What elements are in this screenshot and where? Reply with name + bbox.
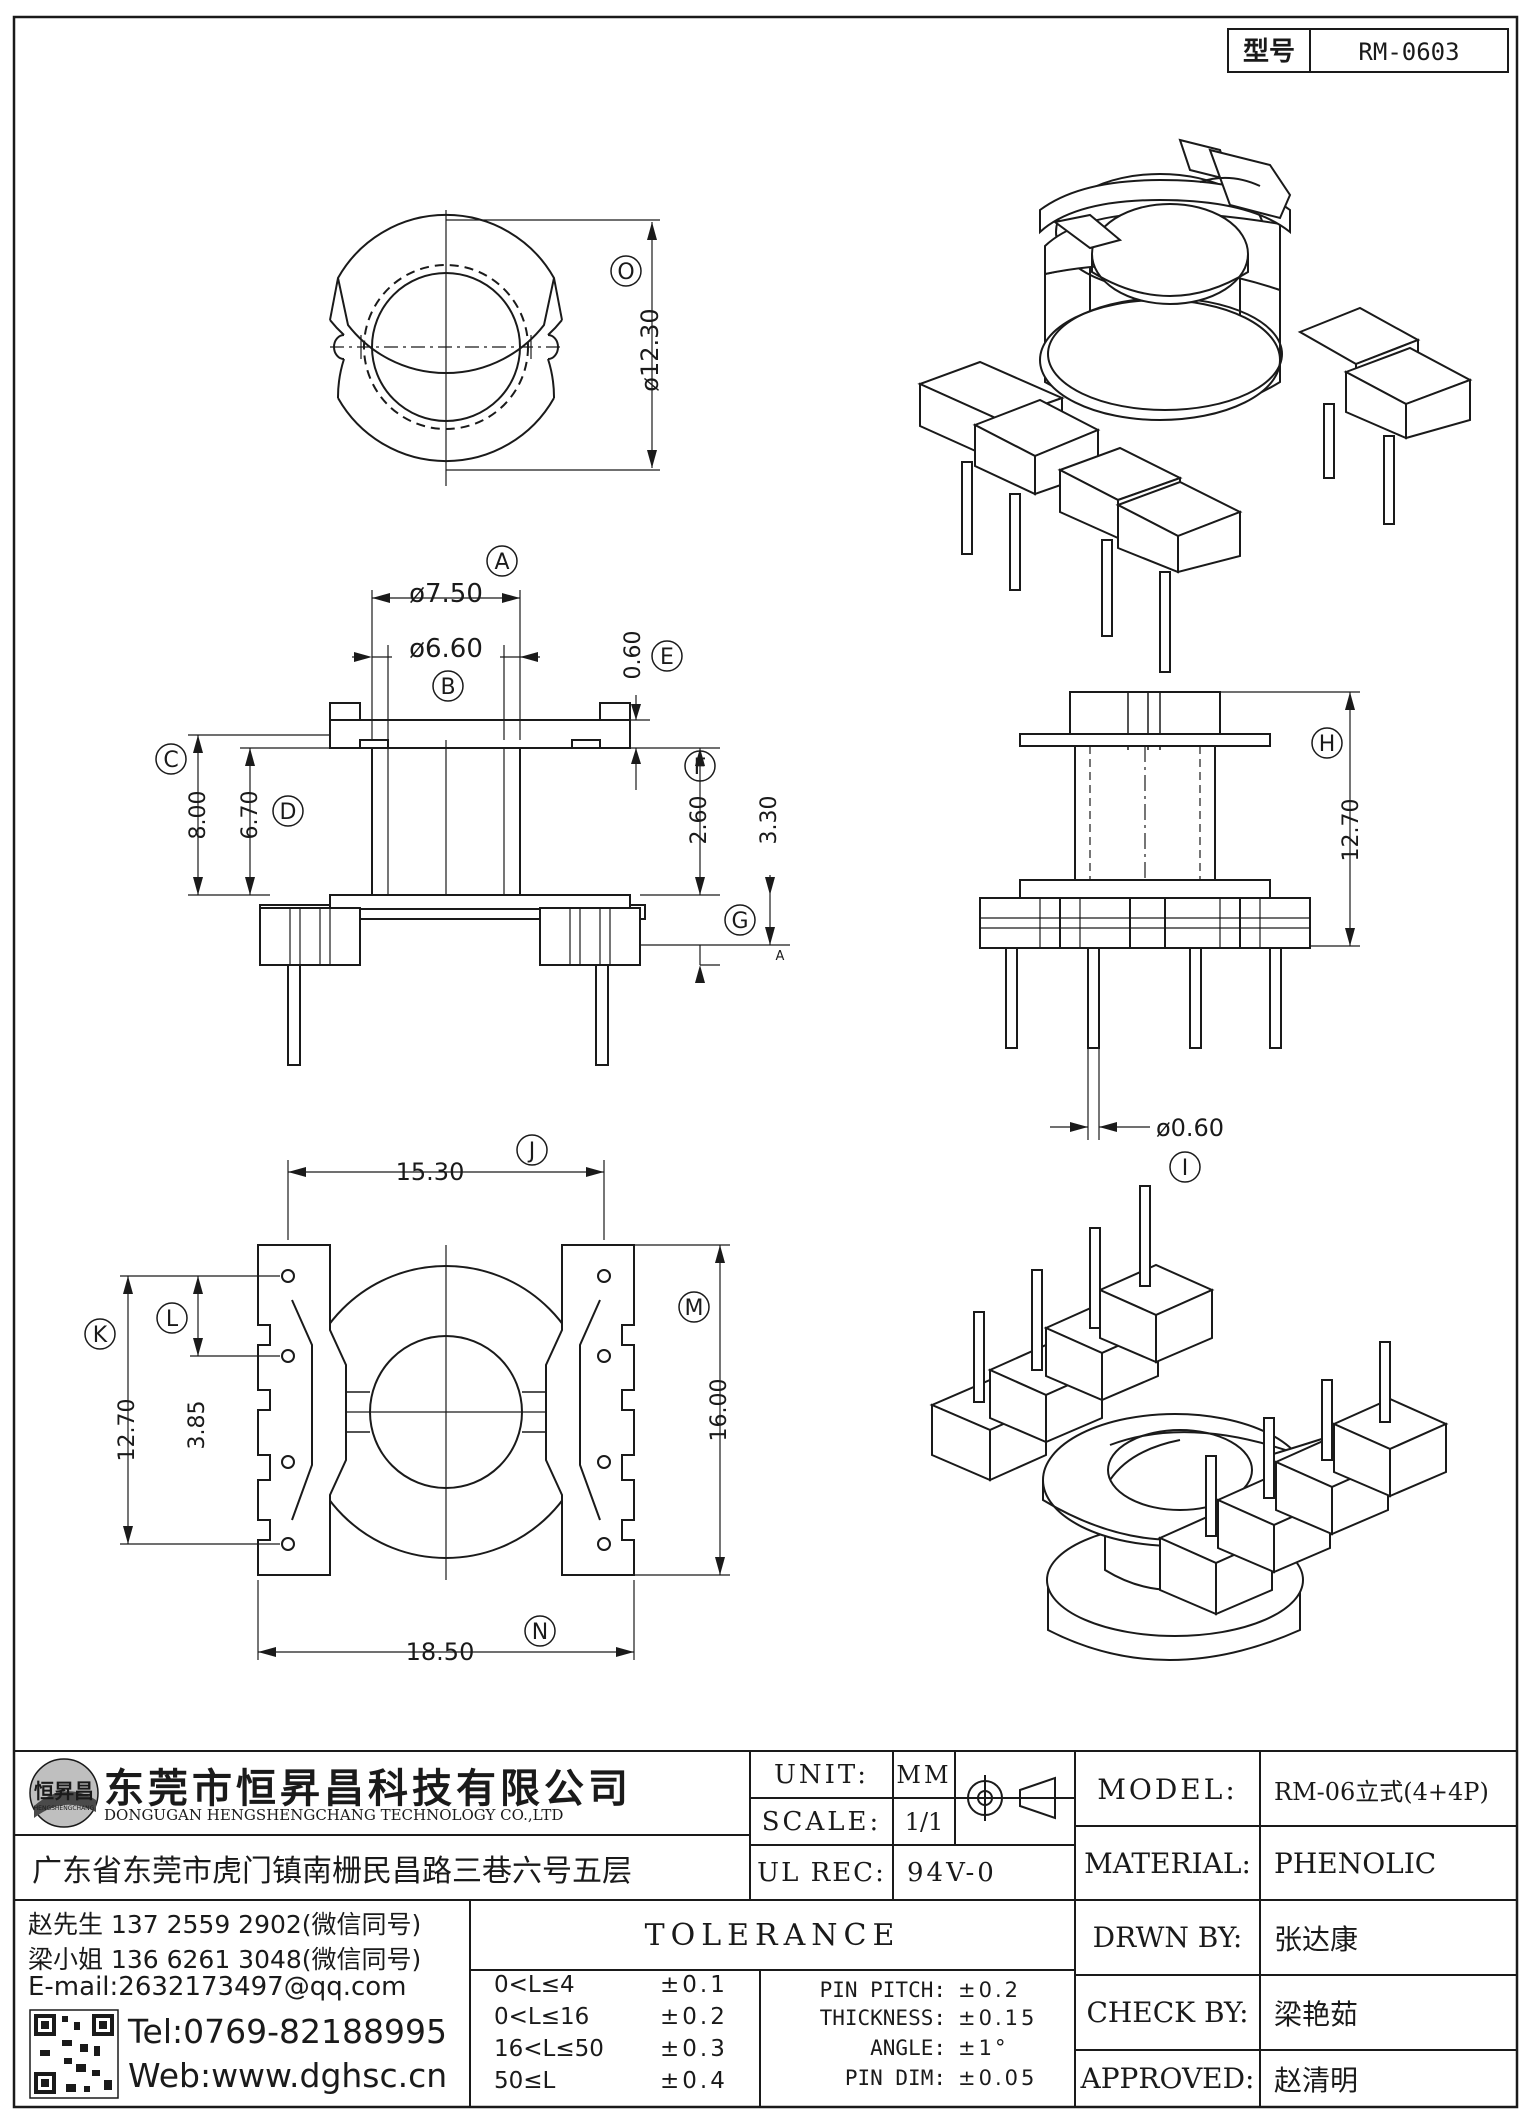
tol-range-4: 50≤L [494, 2068, 556, 2094]
dim-M-value: 16.00 [707, 1379, 732, 1442]
tol-extra-label-2: THICKNESS: [819, 2006, 946, 2030]
dim-D-value: 6.70 [238, 791, 263, 840]
tol-extra-value-4: ±0.05 [958, 2066, 1038, 2090]
material-label: MATERIAL: [1084, 1846, 1251, 1880]
tol-extra-label-1: PIN PITCH: [819, 1978, 946, 2002]
check-by-label: CHECK BY: [1086, 1996, 1249, 2029]
tol-range-1: 0<L≤4 [494, 1972, 575, 1998]
contact-web[interactable]: Web:www.dghsc.cn [128, 2056, 448, 2095]
dim-O-value: ø12.30 [636, 308, 664, 391]
scale-label: SCALE: [761, 1806, 882, 1837]
dim-I-value: ø0.60 [1156, 1114, 1224, 1142]
dim-F-value: 2.60 [687, 796, 712, 845]
sheet-border [12, 15, 1519, 2109]
part-number-box: 型号 RM-0603 [1227, 28, 1509, 73]
side-view [979, 691, 1360, 1183]
contact-email[interactable]: E-mail:2632173497@qq.com [28, 1972, 407, 2002]
model-label: MODEL: [1097, 1772, 1238, 1806]
dim-A-value: ø7.50 [409, 579, 483, 609]
dim-B-letter: B [440, 675, 455, 700]
dim-J-letter: J [527, 1139, 536, 1164]
tol-range-3: 16<L≤50 [494, 2036, 604, 2062]
tol-extra-value-2: ±0.15 [958, 2006, 1038, 2030]
ulrec-label: UL REC: [757, 1857, 886, 1888]
model-value: RM-06立式(4+4P) [1274, 1777, 1489, 1806]
tol-range-2: 0<L≤16 [494, 2004, 590, 2030]
dim-C-value: 8.00 [186, 791, 211, 840]
dim-H-letter: H [1319, 732, 1336, 757]
dim-E-value: 0.60 [621, 631, 646, 680]
dim-A-letter: A [494, 550, 509, 575]
dim-small-A: A [776, 949, 785, 964]
tol-value-3: ±0.3 [660, 2036, 728, 2062]
dim-B-value: ø6.60 [409, 634, 483, 664]
dim-H-value: 12.70 [1339, 799, 1364, 862]
company-logo: 恒昇昌 HENGSHENGCHANG [29, 1758, 99, 1828]
tol-value-2: ±0.2 [660, 2004, 728, 2030]
material-value: PHENOLIC [1274, 1846, 1437, 1880]
dim-N-letter: N [532, 1620, 548, 1645]
dim-I-letter: I [1182, 1156, 1189, 1181]
approved-value: 赵清明 [1274, 2063, 1359, 2097]
dim-G-letter: G [731, 909, 748, 934]
dim-K-value: 12.70 [115, 1399, 140, 1462]
dim-O-letter: O [617, 260, 634, 285]
ulrec-value: 94V-0 [907, 1857, 997, 1888]
part-number: RM-0603 [1358, 38, 1459, 66]
dim-J-value: 15.30 [396, 1158, 465, 1186]
tol-extra-value-3: ±1° [958, 2036, 1009, 2060]
tol-extra-value-1: ±0.2 [958, 1978, 1021, 2002]
tol-value-1: ±0.1 [660, 1972, 728, 1998]
logo-text: 恒昇昌 [34, 1779, 94, 1803]
dim-C-letter: C [163, 748, 178, 773]
bottom-view [84, 1134, 730, 1660]
dim-F2-value: 3.30 [757, 796, 782, 845]
projection-symbol [962, 1775, 1056, 1821]
unit-label: UNIT: [773, 1760, 870, 1790]
drawn-by-value: 张达康 [1274, 1922, 1359, 1956]
tol-value-4: ±0.4 [660, 2068, 728, 2094]
check-by-value: 梁艳茹 [1274, 1997, 1359, 2031]
tolerance-title: TOLERANCE [644, 1917, 901, 1953]
dim-L-value: 3.85 [185, 1401, 210, 1450]
dim-L-letter: L [166, 1307, 179, 1332]
title-block-grid [14, 1750, 1517, 2107]
contact-1: 赵先生 137 2559 2902(微信同号) [28, 1910, 422, 1939]
dim-E-letter: E [660, 645, 674, 670]
dim-M-letter: M [685, 1296, 704, 1321]
contact-tel[interactable]: Tel:0769-82188995 [128, 2012, 447, 2051]
dim-F-letter: F [694, 755, 707, 780]
iso-view-bottom [929, 1185, 1449, 1661]
approved-label: APPROVED: [1080, 2062, 1255, 2095]
dim-N-value: 18.50 [406, 1638, 475, 1666]
drawn-by-label: DRWN BY: [1092, 1921, 1243, 1954]
part-label: 型号 [1243, 37, 1295, 67]
iso-view-top [917, 138, 1473, 673]
company-name-cn: 东莞市恒昇昌科技有限公司 [104, 1766, 632, 1812]
dim-D-letter: D [280, 800, 297, 825]
top-view [329, 210, 660, 486]
qr-code [29, 2009, 119, 2099]
tol-extra-label-4: PIN DIM: [844, 2066, 946, 2090]
company-name-en: DONGUGAN HENGSHENGCHANG TECHNOLOGY CO.,L… [104, 1806, 564, 1824]
contact-2: 梁小姐 136 6261 3048(微信同号) [28, 1945, 422, 1974]
company-address: 广东省东莞市虎门镇南栅民昌路三巷六号五层 [32, 1854, 632, 1889]
tol-extra-label-3: ANGLE: [870, 2036, 946, 2060]
unit-value: MM [896, 1761, 952, 1789]
dim-K-letter: K [93, 1323, 108, 1348]
logo-subtext: HENGSHENGCHANG [34, 1805, 95, 1812]
scale-value: 1/1 [904, 1807, 944, 1836]
front-view [155, 545, 790, 1066]
